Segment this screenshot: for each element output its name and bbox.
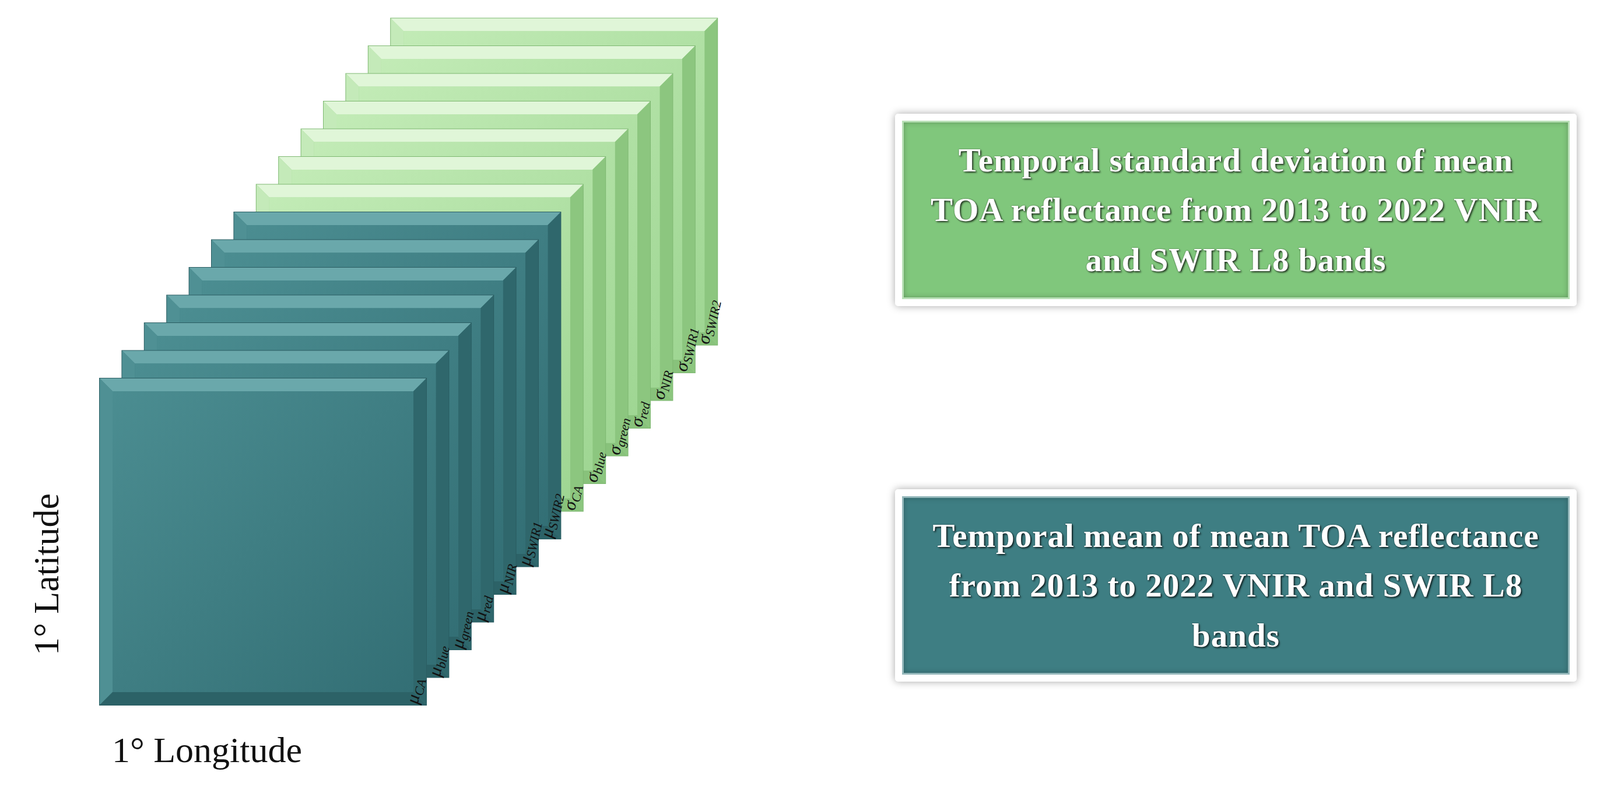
legend-text: Temporal standard deviation of mean TOA … [921, 135, 1551, 286]
legend-text: Temporal mean of mean TOA reflectance fr… [921, 510, 1551, 661]
axis-label: 1° Longitude [111, 731, 303, 768]
axis-label: 1° Latitude [27, 493, 65, 656]
legend-swatch: Temporal mean of mean TOA reflectance fr… [902, 496, 1570, 676]
legend-box: Temporal standard deviation of mean TOA … [895, 113, 1577, 307]
legend-box: Temporal mean of mean TOA reflectance fr… [895, 489, 1577, 683]
legend-swatch: Temporal standard deviation of mean TOA … [902, 120, 1570, 300]
